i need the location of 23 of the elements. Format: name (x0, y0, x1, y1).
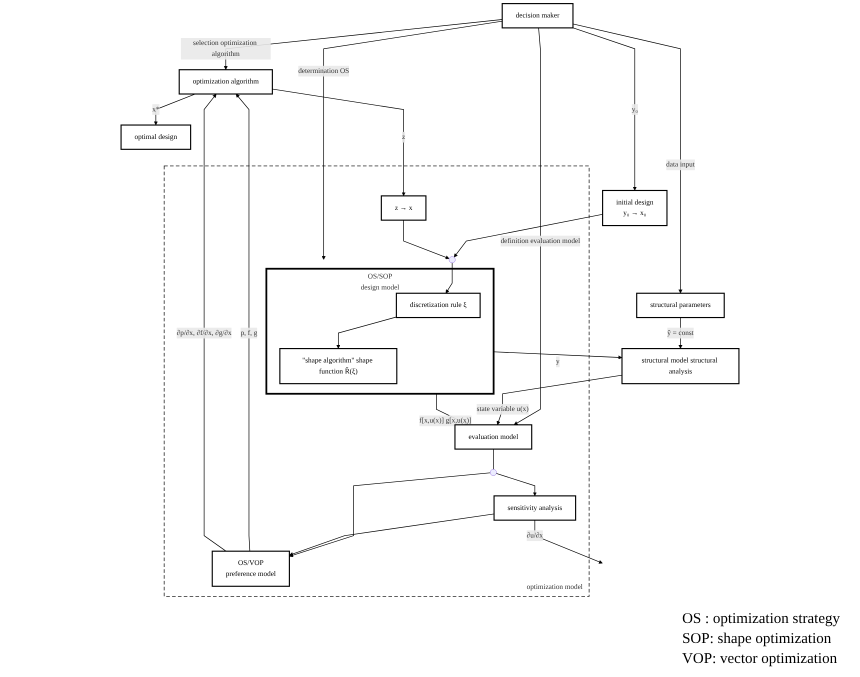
arrow (236, 94, 250, 552)
arrow (322, 20, 503, 260)
arrow (572, 24, 682, 294)
arrow (204, 94, 226, 552)
arrow (496, 473, 537, 496)
arrow (493, 351, 622, 360)
legend-note: OS : optimization strategy (682, 610, 840, 629)
arrow (454, 214, 603, 258)
node-circle (490, 469, 497, 476)
arrow (514, 28, 541, 425)
arrow (446, 262, 452, 294)
legend-note: SOP: shape optimization (682, 630, 832, 649)
arrow (534, 520, 603, 564)
arrow (272, 88, 406, 196)
node-circle (448, 256, 456, 264)
arrow (403, 220, 450, 260)
arrow (572, 27, 637, 191)
arrow (289, 472, 491, 558)
arrow (496, 374, 622, 425)
arrow (336, 316, 397, 349)
arrow (154, 94, 196, 126)
legend-note: VOP: vector optimization (682, 650, 838, 669)
arrow (289, 514, 494, 556)
